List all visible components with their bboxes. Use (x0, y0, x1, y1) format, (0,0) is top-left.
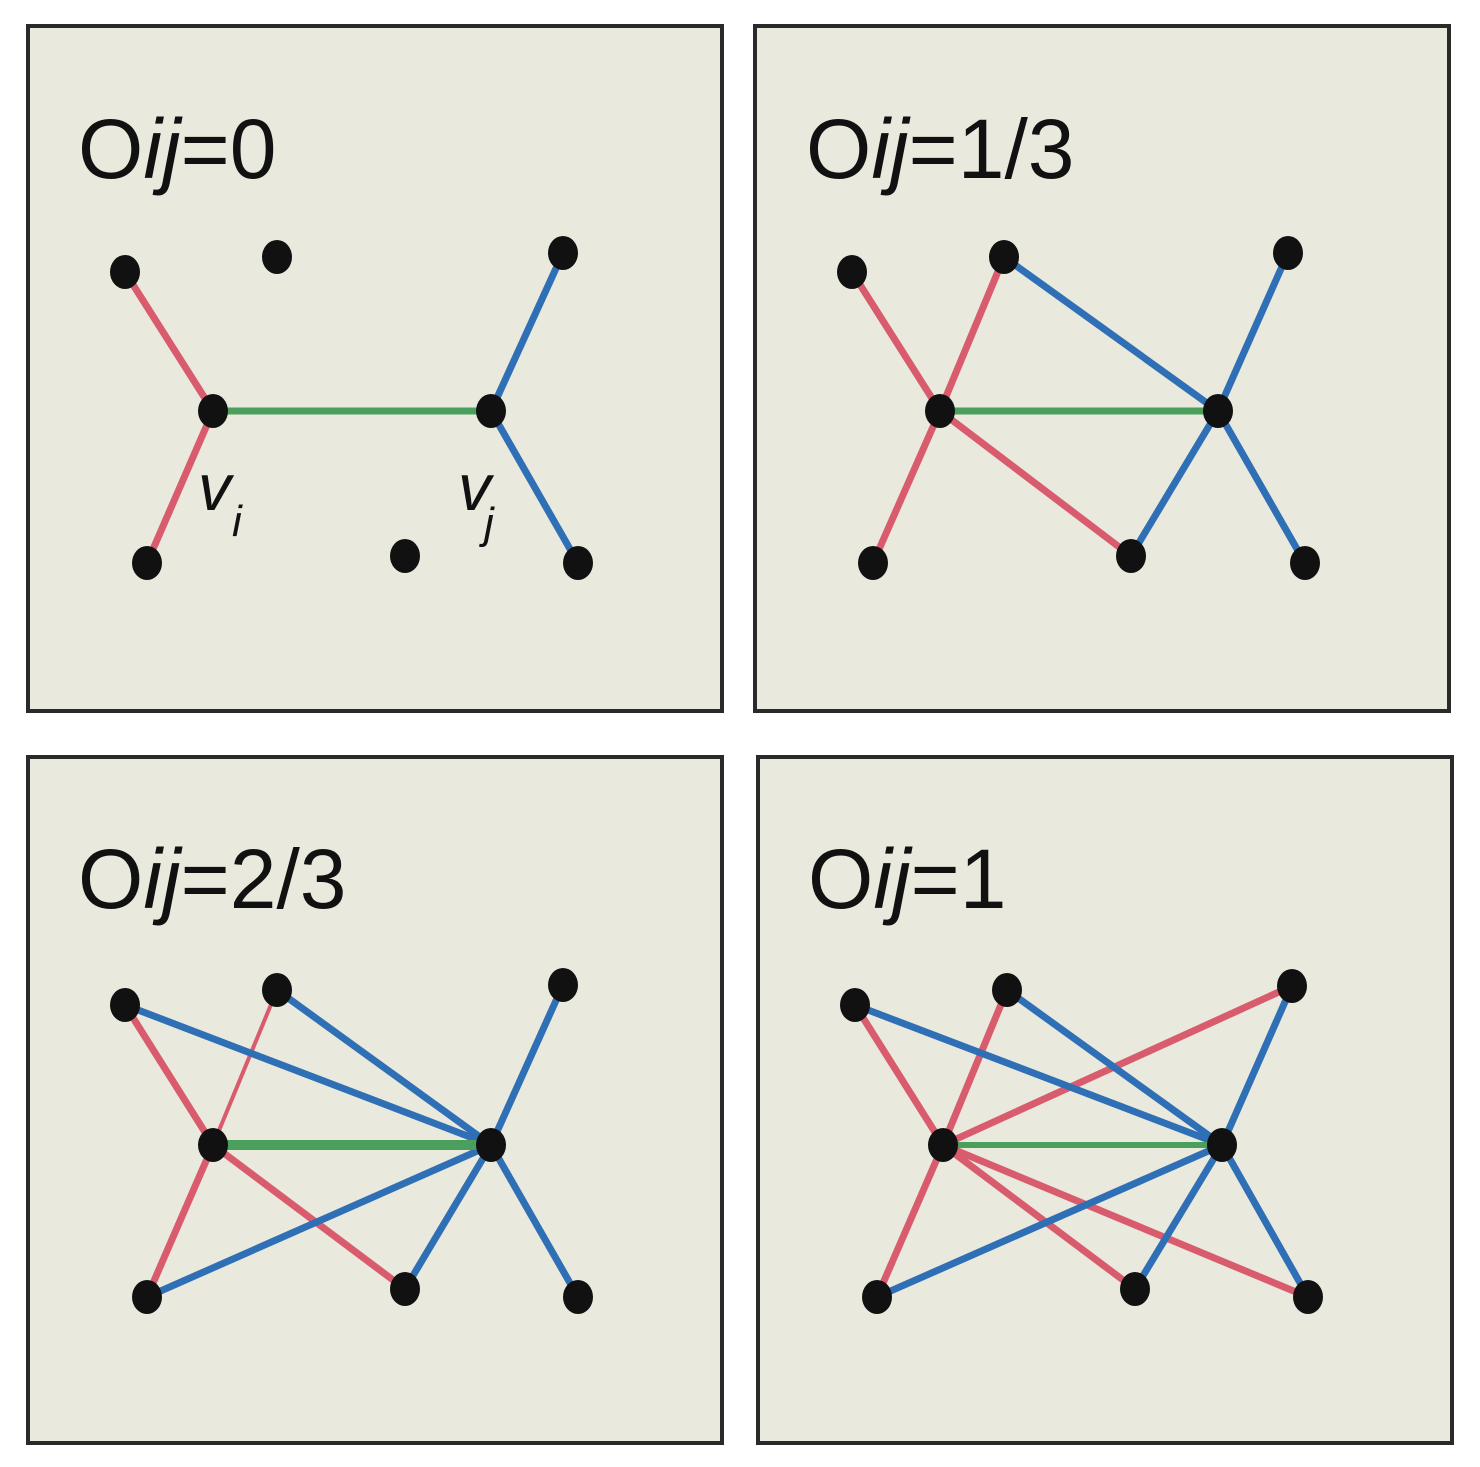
graph-node (1273, 236, 1303, 270)
node-vj (476, 394, 506, 428)
panel-title: Oij=1/3 (806, 102, 1075, 196)
panel-background (753, 24, 1451, 713)
edge-vi (122, 1003, 216, 1147)
edge-vj (1132, 1143, 1225, 1291)
panel-oij-1-3: Oij=1/3 (753, 24, 1451, 713)
title-subscript: ij (871, 102, 911, 196)
title-subscript: ij (143, 102, 183, 196)
graph-node (989, 240, 1019, 274)
node-vi (198, 394, 228, 428)
graph-node (840, 988, 870, 1022)
panel-oij-0: Oij=0 v i v j (26, 24, 724, 713)
graph-node (262, 973, 292, 1007)
edge-vj (123, 1001, 493, 1149)
vertex-label-vj: v (458, 450, 495, 524)
edge-vj (274, 987, 494, 1148)
vertex-label-vi-subscript: i (232, 497, 243, 546)
node-group (110, 968, 593, 1314)
graph-node (548, 236, 578, 270)
graph-node (390, 539, 420, 573)
node-vj (476, 1128, 506, 1162)
title-value: =1/3 (909, 102, 1075, 196)
graph-node (862, 1280, 892, 1314)
edge-vi (937, 408, 1134, 559)
panel-title: Oij=0 (78, 102, 276, 196)
edge-vj (875, 1141, 1224, 1301)
title-value: =0 (181, 102, 277, 196)
panel-title: Oij=1 (808, 832, 1006, 926)
node-vi (198, 1128, 228, 1162)
edge-vi (941, 1141, 1310, 1301)
edge-vj (487, 1143, 582, 1299)
edge-vj (1214, 251, 1292, 413)
panel-oij-2-3: Oij=2/3 (26, 755, 724, 1445)
panel-oij-1: Oij=1 (756, 755, 1454, 1445)
edge-vj (1004, 987, 1225, 1148)
edge-group (122, 983, 582, 1301)
vertex-label-vi: v (198, 450, 235, 524)
graph-node (1116, 539, 1146, 573)
graph-node (992, 973, 1022, 1007)
edge-vi (940, 1142, 1138, 1292)
node-vj (1203, 394, 1233, 428)
edge-vi (210, 1142, 408, 1292)
edge-vj (487, 409, 582, 565)
edge-group (849, 251, 1309, 565)
title-prefix: O (806, 102, 871, 196)
edge-vi (939, 988, 1011, 1147)
edge-vj (1218, 984, 1296, 1147)
panel-title: Oij=2/3 (78, 832, 347, 926)
graph-node (837, 255, 867, 289)
edge-vi (143, 1143, 217, 1299)
edge-vj (145, 1141, 493, 1301)
title-prefix: O (78, 832, 143, 926)
graph-node (132, 546, 162, 580)
node-group (840, 969, 1323, 1314)
graph-node (563, 1280, 593, 1314)
graph-node (110, 255, 140, 289)
graph-node (548, 968, 578, 1002)
edge-vj (401, 1143, 495, 1291)
edge-vj (487, 983, 567, 1147)
edge-vi (122, 270, 216, 413)
title-prefix: O (808, 832, 873, 926)
title-prefix: O (78, 102, 143, 196)
node-group (110, 236, 593, 580)
graph-node (132, 1280, 162, 1314)
graph-node (390, 1272, 420, 1306)
title-value: =2/3 (181, 832, 347, 926)
panel-background (26, 24, 724, 713)
title-subscript: ij (873, 832, 913, 926)
edge-vi (869, 409, 944, 565)
edge-vi (852, 1003, 946, 1147)
edge-vj (1127, 409, 1222, 558)
edge-vi (143, 409, 217, 565)
graph-node (1120, 1272, 1150, 1306)
edge-vj (1001, 254, 1221, 414)
edge-vj (853, 1001, 1224, 1149)
node-vj (1207, 1128, 1237, 1162)
node-group (837, 236, 1320, 580)
graph-node (563, 546, 593, 580)
graph-node (1277, 969, 1307, 1003)
edge-vi (936, 255, 1008, 413)
title-subscript: ij (143, 832, 183, 926)
node-vi (928, 1128, 958, 1162)
edge-group (122, 251, 582, 565)
graph-node (262, 240, 292, 274)
node-vi (925, 394, 955, 428)
edge-group (852, 982, 1312, 1301)
graph-node (858, 546, 888, 580)
edge-vj (1214, 409, 1309, 565)
title-value: =1 (911, 832, 1007, 926)
edge-vj (487, 251, 567, 413)
graph-node (110, 988, 140, 1022)
graph-node (1293, 1280, 1323, 1314)
edge-vj (1218, 1143, 1312, 1299)
edge-vi (849, 270, 943, 413)
edge-vi (873, 1143, 947, 1299)
edge-vi (211, 989, 279, 1146)
graph-node (1290, 546, 1320, 580)
